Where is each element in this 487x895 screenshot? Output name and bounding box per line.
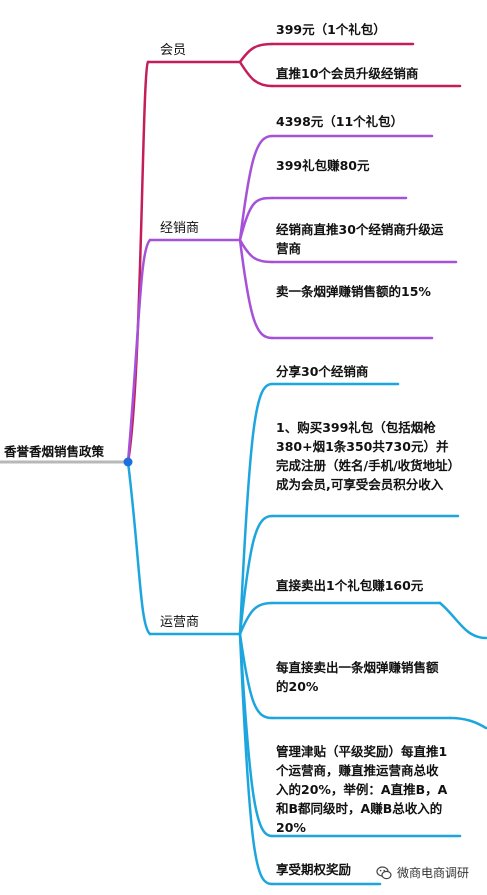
member-item-2: 直推10个会员升级经销商: [276, 66, 419, 81]
operator-item-5: 管理津贴（平级奖励）每直推1个运营商，赚直推运营商总收入的20%，举例：A直推B…: [276, 744, 448, 835]
watermark: 微商电商调研: [376, 864, 469, 881]
branch-lines-operator: [126, 382, 487, 886]
watermark-text: 微商电商调研: [397, 866, 470, 880]
root-node: [123, 457, 133, 467]
operator-item-2: 1、购买399礼包（包括烟枪380+烟1条350共730元）并完成注册（姓名/手…: [276, 420, 454, 492]
branch-lines-distributor: [126, 134, 458, 464]
distributor-item-1: 4398元（11个礼包）: [276, 114, 404, 129]
distributor-item-3: 经销商直推30个经销商升级运营商: [276, 222, 444, 256]
branch-member-label: 会员: [160, 43, 187, 58]
branch-distributor-label: 经销商: [160, 221, 200, 236]
operator-item-4: 每直接卖出一条烟弹赚销售额的20%: [276, 660, 439, 694]
branch-operator-label: 运营商: [160, 615, 200, 630]
member-item-1: 399元（1个礼包）: [276, 22, 386, 37]
wechat-icon: [376, 865, 392, 879]
operator-item-3: 直接卖出1个礼包赚160元: [276, 578, 424, 593]
operator-item-6: 享受期权奖励: [276, 862, 352, 877]
distributor-item-4: 卖一条烟弹赚销售额的15%: [276, 284, 431, 299]
operator-item-1: 分享30个经销商: [276, 364, 369, 379]
root-title: 香誉香烟销售政策: [4, 444, 105, 459]
branch-lines-member: [126, 42, 462, 464]
distributor-item-2: 399礼包赚80元: [276, 158, 370, 173]
